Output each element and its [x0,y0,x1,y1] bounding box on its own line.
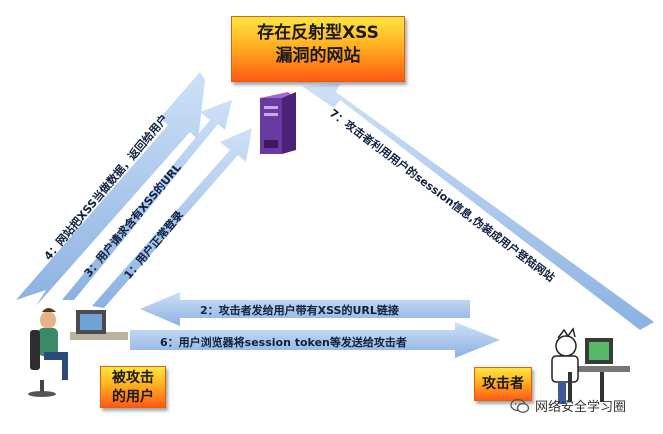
label-step6: 6：用户浏览器将session token等发送给攻击者 [160,334,407,350]
watermark: 网络安全学习圈 [510,396,626,415]
victim-label-line1: 被攻击 [101,369,165,388]
vulnerable-site-box: 存在反射型XSS 漏洞的网站 [231,16,405,82]
attacker-icon [552,329,630,404]
site-label-line2: 漏洞的网站 [232,45,404,68]
site-label-line1: 存在反射型XSS [232,22,404,45]
server-icon [260,92,296,154]
label-step2: 2：攻击者发给用户带有XSS的URL链接 [200,302,399,318]
victim-label-line2: 的用户 [101,388,165,407]
victim-box: 被攻击 的用户 [100,366,166,408]
watermark-text: 网络安全学习圈 [535,396,626,415]
attacker-label: 攻击者 [482,376,524,392]
wechat-icon [510,398,530,414]
